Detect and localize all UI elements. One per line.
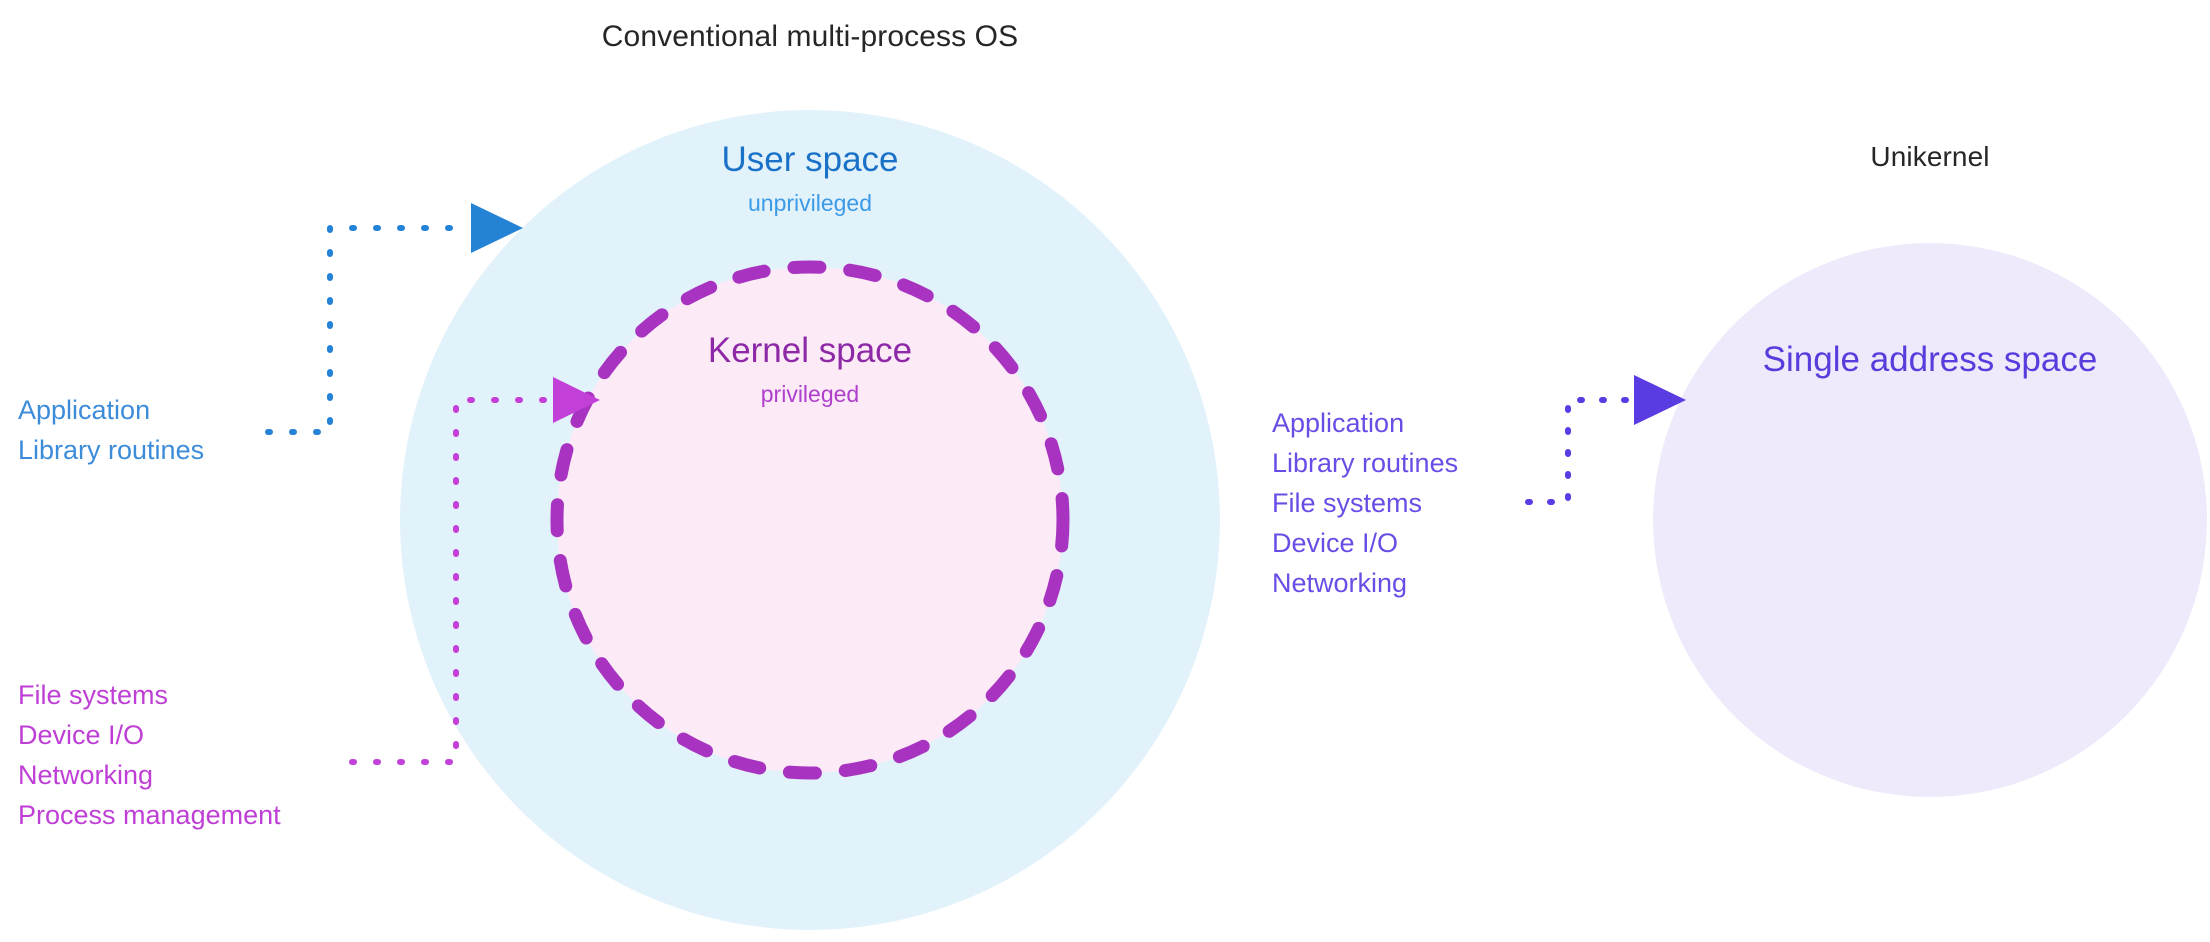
list-item: Application	[1272, 408, 1405, 438]
list-item: Application	[18, 395, 151, 425]
list-item: File systems	[1272, 488, 1423, 518]
unikernel-component-list: Application Library routines File system…	[1272, 403, 1458, 603]
user-space-connector	[265, 203, 523, 435]
user-space-component-list: Application Library routines	[18, 390, 204, 470]
list-item: Networking	[1272, 568, 1408, 598]
unikernel-circle	[1653, 243, 2207, 797]
list-item: Library routines	[1272, 448, 1459, 478]
user-space-sublabel: unprivileged	[747, 190, 873, 216]
conventional-os-title: Conventional multi-process OS	[601, 20, 1019, 53]
list-item: Device I/O	[18, 720, 145, 750]
list-item: Library routines	[18, 435, 205, 465]
kernel-space-label: Kernel space	[707, 331, 913, 370]
list-item: Process management	[18, 800, 281, 830]
unikernel-connector	[1525, 375, 1686, 505]
list-item: File systems	[18, 680, 169, 710]
single-address-space-label: Single address space	[1762, 340, 2098, 379]
kernel-space-connector	[349, 377, 600, 765]
list-item: Device I/O	[1272, 528, 1399, 558]
user-space-label: User space	[721, 140, 899, 179]
unikernel-title: Unikernel	[1870, 141, 1990, 172]
kernel-space-boundary	[550, 260, 1070, 780]
kernel-space-sublabel: privileged	[760, 381, 860, 407]
list-item: Networking	[18, 760, 154, 790]
kernel-space-component-list: File systems Device I/O Networking Proce…	[18, 675, 281, 835]
kernel-space-circle	[557, 267, 1063, 773]
